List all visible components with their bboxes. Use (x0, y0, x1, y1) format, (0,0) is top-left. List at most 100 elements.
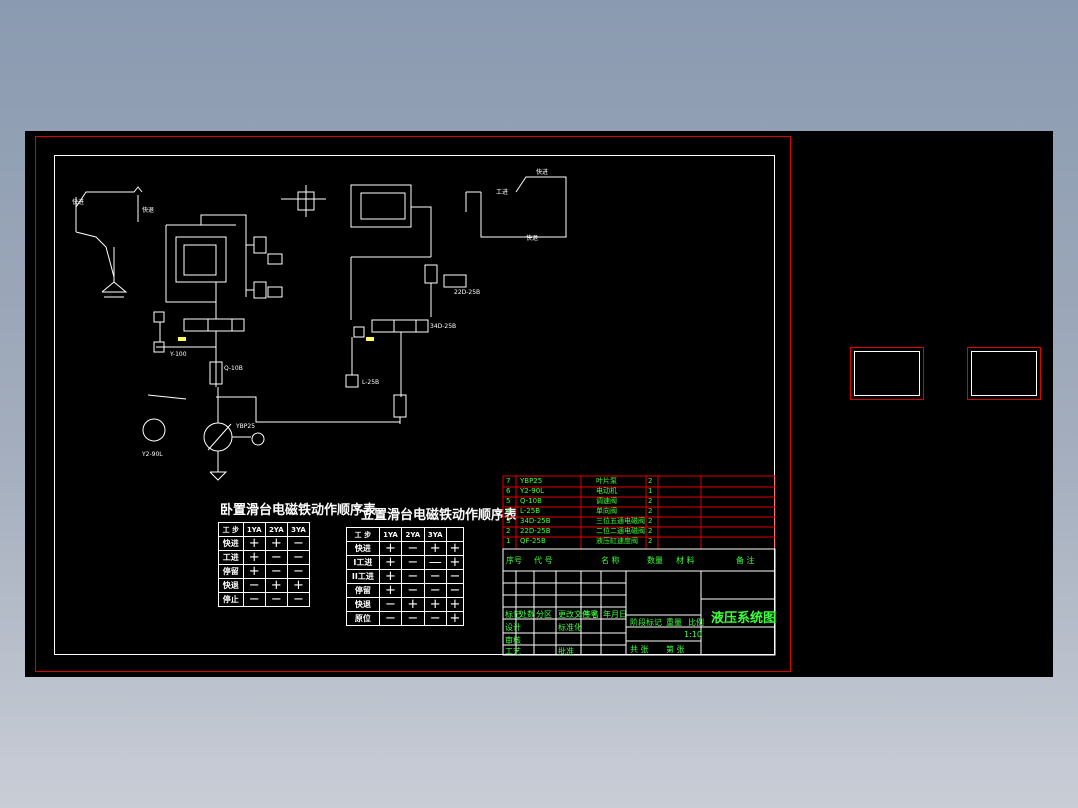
table-row: 快退−+++ (346, 597, 465, 612)
table2-cell: − (401, 583, 425, 598)
bom-cell: 1 (506, 537, 511, 545)
table-row: 原位−−−+ (346, 611, 465, 626)
bom-cell: Y2-90L (520, 487, 545, 495)
table2-cell: − (423, 611, 447, 626)
tb-approve: 批准 (558, 647, 574, 656)
table2-cell: + (423, 597, 447, 612)
table2-cell: 快退 (346, 597, 380, 612)
table2-cell: I工进 (346, 555, 380, 570)
table2-cell: 原位 (346, 611, 380, 626)
label-fast-back-left: 快退 (142, 207, 155, 214)
bom-header-cell: 序号 (506, 556, 522, 565)
table2-cell: − (401, 555, 425, 570)
bom-cell: 22D-25B (520, 527, 551, 535)
table1-cell: + (264, 536, 288, 551)
label-fast-forward-right: 快进 (536, 169, 549, 176)
table1-cell: + (286, 578, 311, 593)
table1-cell: − (286, 550, 311, 565)
table2-header-cell: 2YA (401, 527, 425, 542)
table-row: 停留+−−− (346, 583, 465, 598)
tb-sign: 签名 (583, 610, 599, 619)
table2-cell: 快进 (346, 541, 380, 556)
bom-cell: 2 (648, 527, 653, 535)
table-row: 快退−++ (218, 578, 311, 593)
bom-cell: 7 (506, 477, 511, 485)
table1-cell: − (286, 564, 311, 579)
tb-date: 年月日 (603, 610, 627, 619)
tb-sheet-no: 第 张 (666, 645, 685, 654)
table2-cell: − (445, 569, 465, 584)
bom-cell: 单向阀 (596, 507, 617, 515)
table2-cell: + (423, 541, 447, 556)
table2-header-cell: 1YA (378, 527, 403, 542)
table1-cell: − (264, 550, 288, 565)
layout-thumbnail-1[interactable] (850, 347, 924, 400)
tb-design: 设计 (505, 623, 521, 632)
table2-cell: + (445, 597, 465, 612)
table2-cell: − (423, 583, 447, 598)
cad-viewport[interactable]: 快进 快退 工进 快进 快退 Y2-90L YBP25 Q-10B 22D-25… (25, 131, 1053, 677)
table1-header-cell: 1YA (242, 522, 266, 537)
bom-cell: 2 (648, 507, 653, 515)
bom-cell: 三位五通电磁阀 (596, 517, 645, 525)
drawing-frame (54, 155, 775, 655)
label-fast-forward-left: 快进 (72, 199, 85, 206)
table1-cell: 快退 (218, 578, 244, 593)
table2-cell: − (378, 597, 403, 612)
bom-cell: 1 (648, 487, 653, 495)
table1-cell: − (242, 592, 266, 607)
tb-zone: 分区 (536, 610, 552, 619)
bom-cell: 2 (648, 477, 653, 485)
bom-cell: 4 (506, 507, 511, 515)
table1-cell: − (264, 592, 288, 607)
bom-cell: 液压缸速度阀 (596, 537, 638, 545)
table2-cell: − (445, 583, 465, 598)
table1-cell: + (242, 564, 266, 579)
table1-cell: + (242, 550, 266, 565)
table2-cell: − (401, 541, 425, 556)
table2-cell: 停留 (346, 583, 380, 598)
table1-header-cell: 3YA (286, 522, 311, 537)
bom-header-cell: 材 料 (676, 556, 695, 565)
tb-stage-mark: 阶段标记 (630, 618, 662, 627)
table2-header-cell: 3YA (423, 527, 447, 542)
table-row: II工进+−−− (346, 569, 465, 584)
table1-title: 卧置滑台电磁铁动作顺序表 (220, 503, 377, 518)
table1-cell: − (264, 564, 288, 579)
table1-cell: 停止 (218, 592, 244, 607)
table-row: 工进+−− (218, 550, 311, 565)
table-row: 快进+−++ (346, 541, 465, 556)
table2-cell: + (378, 569, 403, 584)
bom-cell: 5 (506, 497, 511, 505)
hydraulic-schematic[interactable] (36, 137, 792, 673)
layout-thumbnail-2[interactable] (967, 347, 1041, 400)
table2-cell: + (378, 541, 403, 556)
table2-cell: + (378, 583, 403, 598)
table1-cell: − (242, 578, 266, 593)
table1-cell: 工进 (218, 550, 244, 565)
bom-cell: YBP25 (520, 477, 543, 485)
table1-header-cell: 工 步 (218, 522, 244, 537)
drawing-sheet: 快进 快退 工进 快进 快退 Y2-90L YBP25 Q-10B 22D-25… (35, 136, 791, 672)
label-valve-b: 22D-25B (454, 289, 481, 296)
tb-standard: 标准化 (558, 623, 582, 632)
table1-cell: − (286, 592, 311, 607)
drawing-name: 液压系统图 (711, 611, 777, 626)
tb-weight: 重量 (666, 618, 682, 627)
bom-cell: 2 (648, 517, 653, 525)
tb-count: 处数 (519, 610, 535, 619)
table1-cell: 快进 (218, 536, 244, 551)
bom-cell: 二位二通电磁阀 (596, 527, 645, 535)
bom-cell: 34D-25B (520, 517, 551, 525)
bom-cell: 电动机 (596, 487, 617, 495)
table2-cell: − (423, 569, 447, 584)
label-valve-a: Q-10B (224, 365, 243, 372)
table2-cell: + (401, 597, 425, 612)
table2-cell: − (401, 611, 425, 626)
tb-review: 审核 (505, 636, 521, 645)
label-gauge: Y-100 (170, 351, 187, 358)
table1-header-cell: 2YA (264, 522, 288, 537)
label-work-feed-right: 工进 (496, 189, 509, 196)
